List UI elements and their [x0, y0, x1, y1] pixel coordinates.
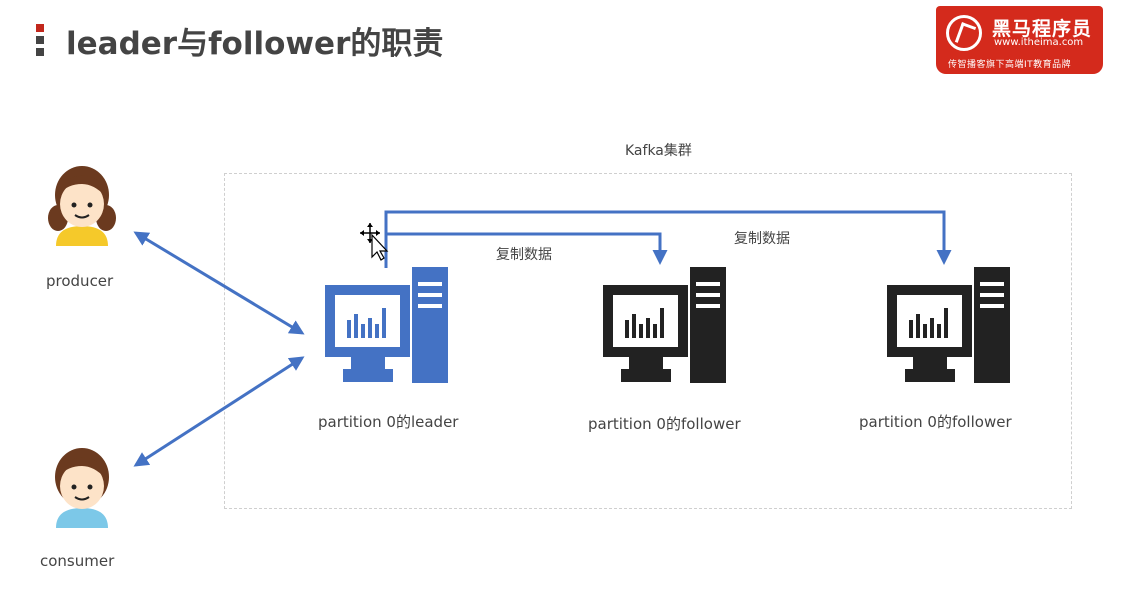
consumer-leader-arrow: [133, 356, 305, 467]
slide-title: leader与follower的职责: [66, 26, 444, 62]
title-marker-icon: [36, 24, 44, 32]
move-cursor-icon: [360, 223, 389, 261]
consumer-avatar-icon: [55, 448, 109, 528]
kafka-cluster-box: [224, 173, 1072, 509]
cluster-label: Kafka集群: [625, 143, 692, 159]
follower-label-2: partition 0的follower: [859, 413, 1012, 431]
copy-data-label-2: 复制数据: [734, 231, 790, 247]
producer-leader-arrow: [133, 231, 305, 335]
leader-label: partition 0的leader: [318, 413, 459, 431]
consumer-label: consumer: [40, 552, 115, 570]
follower-label-1: partition 0的follower: [588, 415, 741, 433]
replicate-arrow-follower-2: [384, 210, 952, 265]
producer-label: producer: [46, 272, 114, 290]
copy-data-label-1: 复制数据: [496, 247, 552, 263]
logo-slogan: 传智播客旗下高端IT教育品牌: [948, 60, 1072, 70]
title-marker-icon: [36, 48, 44, 56]
brand-logo: 黑马程序员 www.itheima.com 传智播客旗下高端IT教育品牌: [936, 6, 1103, 74]
producer-avatar-icon: [48, 166, 116, 246]
logo-url: www.itheima.com: [994, 37, 1084, 48]
logo-brand-name: 黑马程序员: [992, 18, 1093, 40]
horse-emblem-icon: [946, 15, 982, 51]
title-marker-icon: [36, 36, 44, 44]
